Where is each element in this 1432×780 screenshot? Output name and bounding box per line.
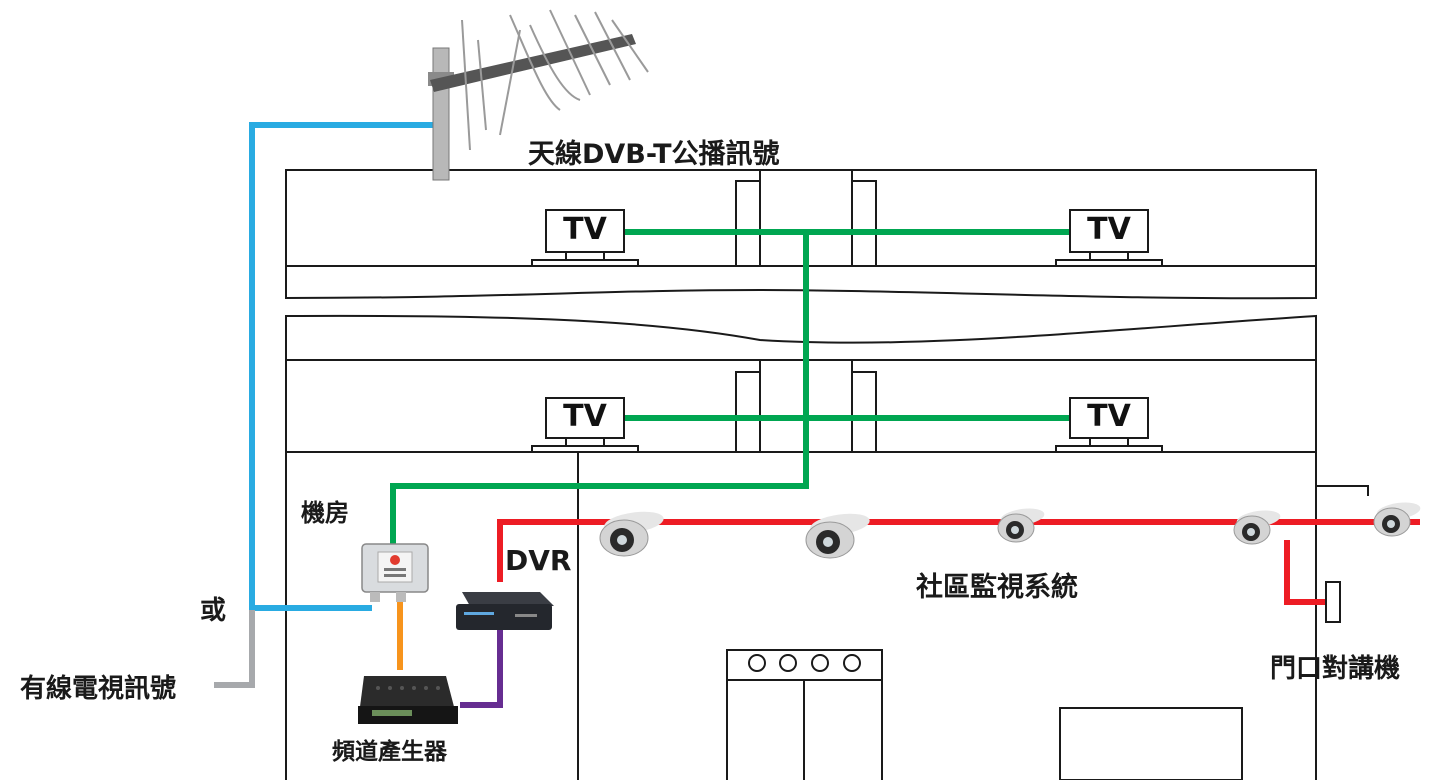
dvr-label: DVR [505,544,572,577]
blue-cable [249,122,440,611]
grey-cable [214,610,255,688]
tv-top-right [1055,209,1163,267]
tv-label-top-left: TV [563,212,607,247]
antenna-label: 天線DVB-T公播訊號 [528,139,780,170]
camera-3 [997,508,1045,543]
tv-top-left [531,209,639,267]
camera-2 [805,513,870,559]
surveillance-label: 社區監視系統 [916,572,1078,603]
or-label: 或 [200,596,227,626]
door-intercom-label: 門口對講機 [1270,654,1401,684]
tv-label-mid-left: TV [563,399,607,434]
camera-4 [1233,510,1281,545]
channel-generator-label: 頻道產生器 [332,739,447,765]
dvr-device [456,592,554,630]
green-cable [390,229,1070,548]
tv-label-top-right: TV [1087,212,1131,247]
antenna [428,9,649,181]
door-intercom-device [1325,581,1341,623]
tv-mid-left [531,397,639,453]
purple-cable [460,630,503,708]
camera-1 [599,511,664,557]
machine-room-label: 機房 [301,499,349,527]
red-cable [497,519,1420,605]
splitter-device [361,543,429,602]
tv-label-mid-right: TV [1087,399,1131,434]
elevator-indicator [748,654,861,672]
tv-mid-right [1055,397,1163,453]
cable-tv-label: 有線電視訊號 [20,674,177,704]
channel-generator-device [358,676,458,724]
camera-5 [1373,502,1421,537]
